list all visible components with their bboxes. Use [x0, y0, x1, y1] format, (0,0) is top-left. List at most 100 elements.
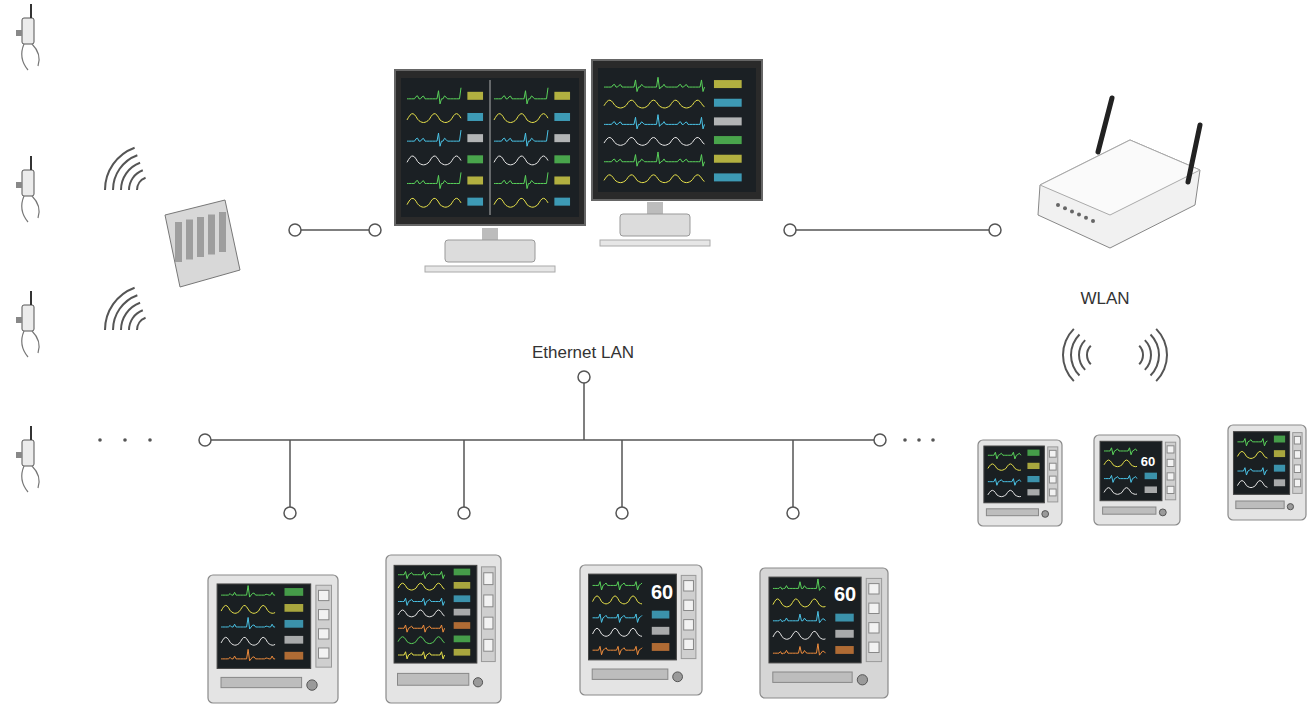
waveform-trace	[494, 130, 548, 146]
status-led	[1091, 219, 1095, 223]
waveform-trace	[407, 130, 461, 146]
front-keypad	[986, 509, 1038, 516]
waveform-trace	[773, 599, 826, 607]
front-keypad	[221, 677, 302, 687]
module-slot	[484, 617, 493, 629]
control-knob	[1042, 511, 1049, 518]
vital-readout	[467, 198, 483, 206]
module-slot	[1167, 459, 1174, 466]
vital-readout	[284, 588, 303, 596]
front-keypad	[1103, 507, 1156, 514]
waveform-trace	[398, 583, 445, 590]
waveform-trace	[1104, 448, 1137, 455]
vital-readout	[454, 636, 471, 643]
module-slot	[684, 639, 694, 649]
module-slot	[1294, 465, 1300, 473]
monitor-screen	[1233, 432, 1289, 495]
front-keypad	[773, 672, 852, 682]
vital-readout	[835, 630, 853, 638]
vital-readout	[467, 134, 483, 142]
network-cable	[792, 440, 794, 513]
vital-readout	[1145, 473, 1157, 480]
module-slot	[319, 629, 329, 639]
signal-arc	[1144, 339, 1152, 370]
waveform-trace	[221, 649, 275, 661]
lead-wire	[22, 331, 39, 357]
vital-readout	[554, 113, 570, 121]
module-slot	[319, 590, 329, 600]
vital-readout	[714, 173, 742, 181]
connection-port	[616, 507, 628, 519]
control-knob	[1287, 504, 1293, 510]
control-knob	[857, 675, 867, 685]
waveform-trace	[988, 464, 1021, 470]
receiver-slot	[186, 220, 193, 260]
transmitter-body	[22, 305, 34, 331]
monitor-housing	[1094, 435, 1180, 525]
signal-arc	[1078, 339, 1086, 370]
side-module-rack	[316, 585, 332, 667]
continuation-dot	[123, 438, 127, 442]
patient-monitor	[978, 440, 1062, 526]
antenna	[30, 156, 32, 170]
status-led	[1056, 203, 1060, 207]
signal-arc	[128, 169, 143, 190]
waveform-trace	[604, 175, 705, 183]
vital-readout	[1274, 479, 1285, 486]
front-keypad	[398, 673, 469, 685]
connection-port	[284, 507, 296, 519]
patient-monitor	[1228, 425, 1306, 520]
vital-readout	[467, 176, 483, 184]
signal-arc	[128, 309, 143, 330]
telemetry-transmitter	[16, 291, 39, 357]
transmitter-body	[22, 18, 34, 44]
vital-readout	[714, 136, 742, 144]
waveform-trace	[1104, 488, 1137, 495]
wireless-signal	[104, 287, 146, 330]
vital-readout	[284, 636, 303, 644]
central-station-display	[592, 60, 762, 200]
signal-arc	[1062, 328, 1075, 382]
screen-value: 60	[651, 581, 673, 603]
waveform-trace	[593, 614, 643, 622]
vital-readout	[454, 569, 471, 576]
patient-monitor	[1094, 435, 1180, 525]
vital-readout	[467, 155, 483, 163]
vital-readout	[284, 620, 303, 628]
vital-readout	[454, 595, 471, 602]
waveform-trace	[221, 637, 275, 645]
module-slot	[319, 648, 329, 658]
module-slot	[1294, 436, 1300, 444]
vital-readout	[454, 622, 471, 629]
patient-monitor	[208, 575, 338, 703]
antenna	[1188, 125, 1200, 182]
patient-monitor	[760, 568, 888, 698]
vital-readout	[835, 646, 853, 654]
wireless-signal	[1138, 328, 1168, 382]
waveform-trace	[1237, 439, 1267, 446]
monitor-screen	[394, 565, 477, 663]
module-slot	[484, 639, 493, 651]
vital-readout	[284, 604, 303, 612]
monitor-neck	[647, 202, 663, 214]
waveform-trace	[398, 637, 445, 644]
continuation-dot	[917, 438, 921, 442]
monitor-neck	[482, 228, 498, 240]
signal-arc	[1070, 334, 1080, 376]
lead-wire	[22, 196, 39, 222]
waveform-trace	[773, 644, 826, 655]
antenna	[30, 4, 32, 18]
module-slot	[1049, 450, 1056, 457]
status-led	[1077, 213, 1081, 217]
network-cable	[295, 229, 375, 231]
telemetry-transmitter	[16, 156, 39, 222]
continuation-dot	[931, 438, 935, 442]
network-label: Ethernet LAN	[532, 344, 634, 363]
waveform-trace	[593, 596, 643, 604]
pc-workstation	[600, 202, 710, 246]
waveform-trace	[221, 605, 275, 613]
monitor-housing	[760, 568, 888, 698]
waveform-trace	[593, 582, 643, 590]
vital-readout	[652, 611, 670, 619]
